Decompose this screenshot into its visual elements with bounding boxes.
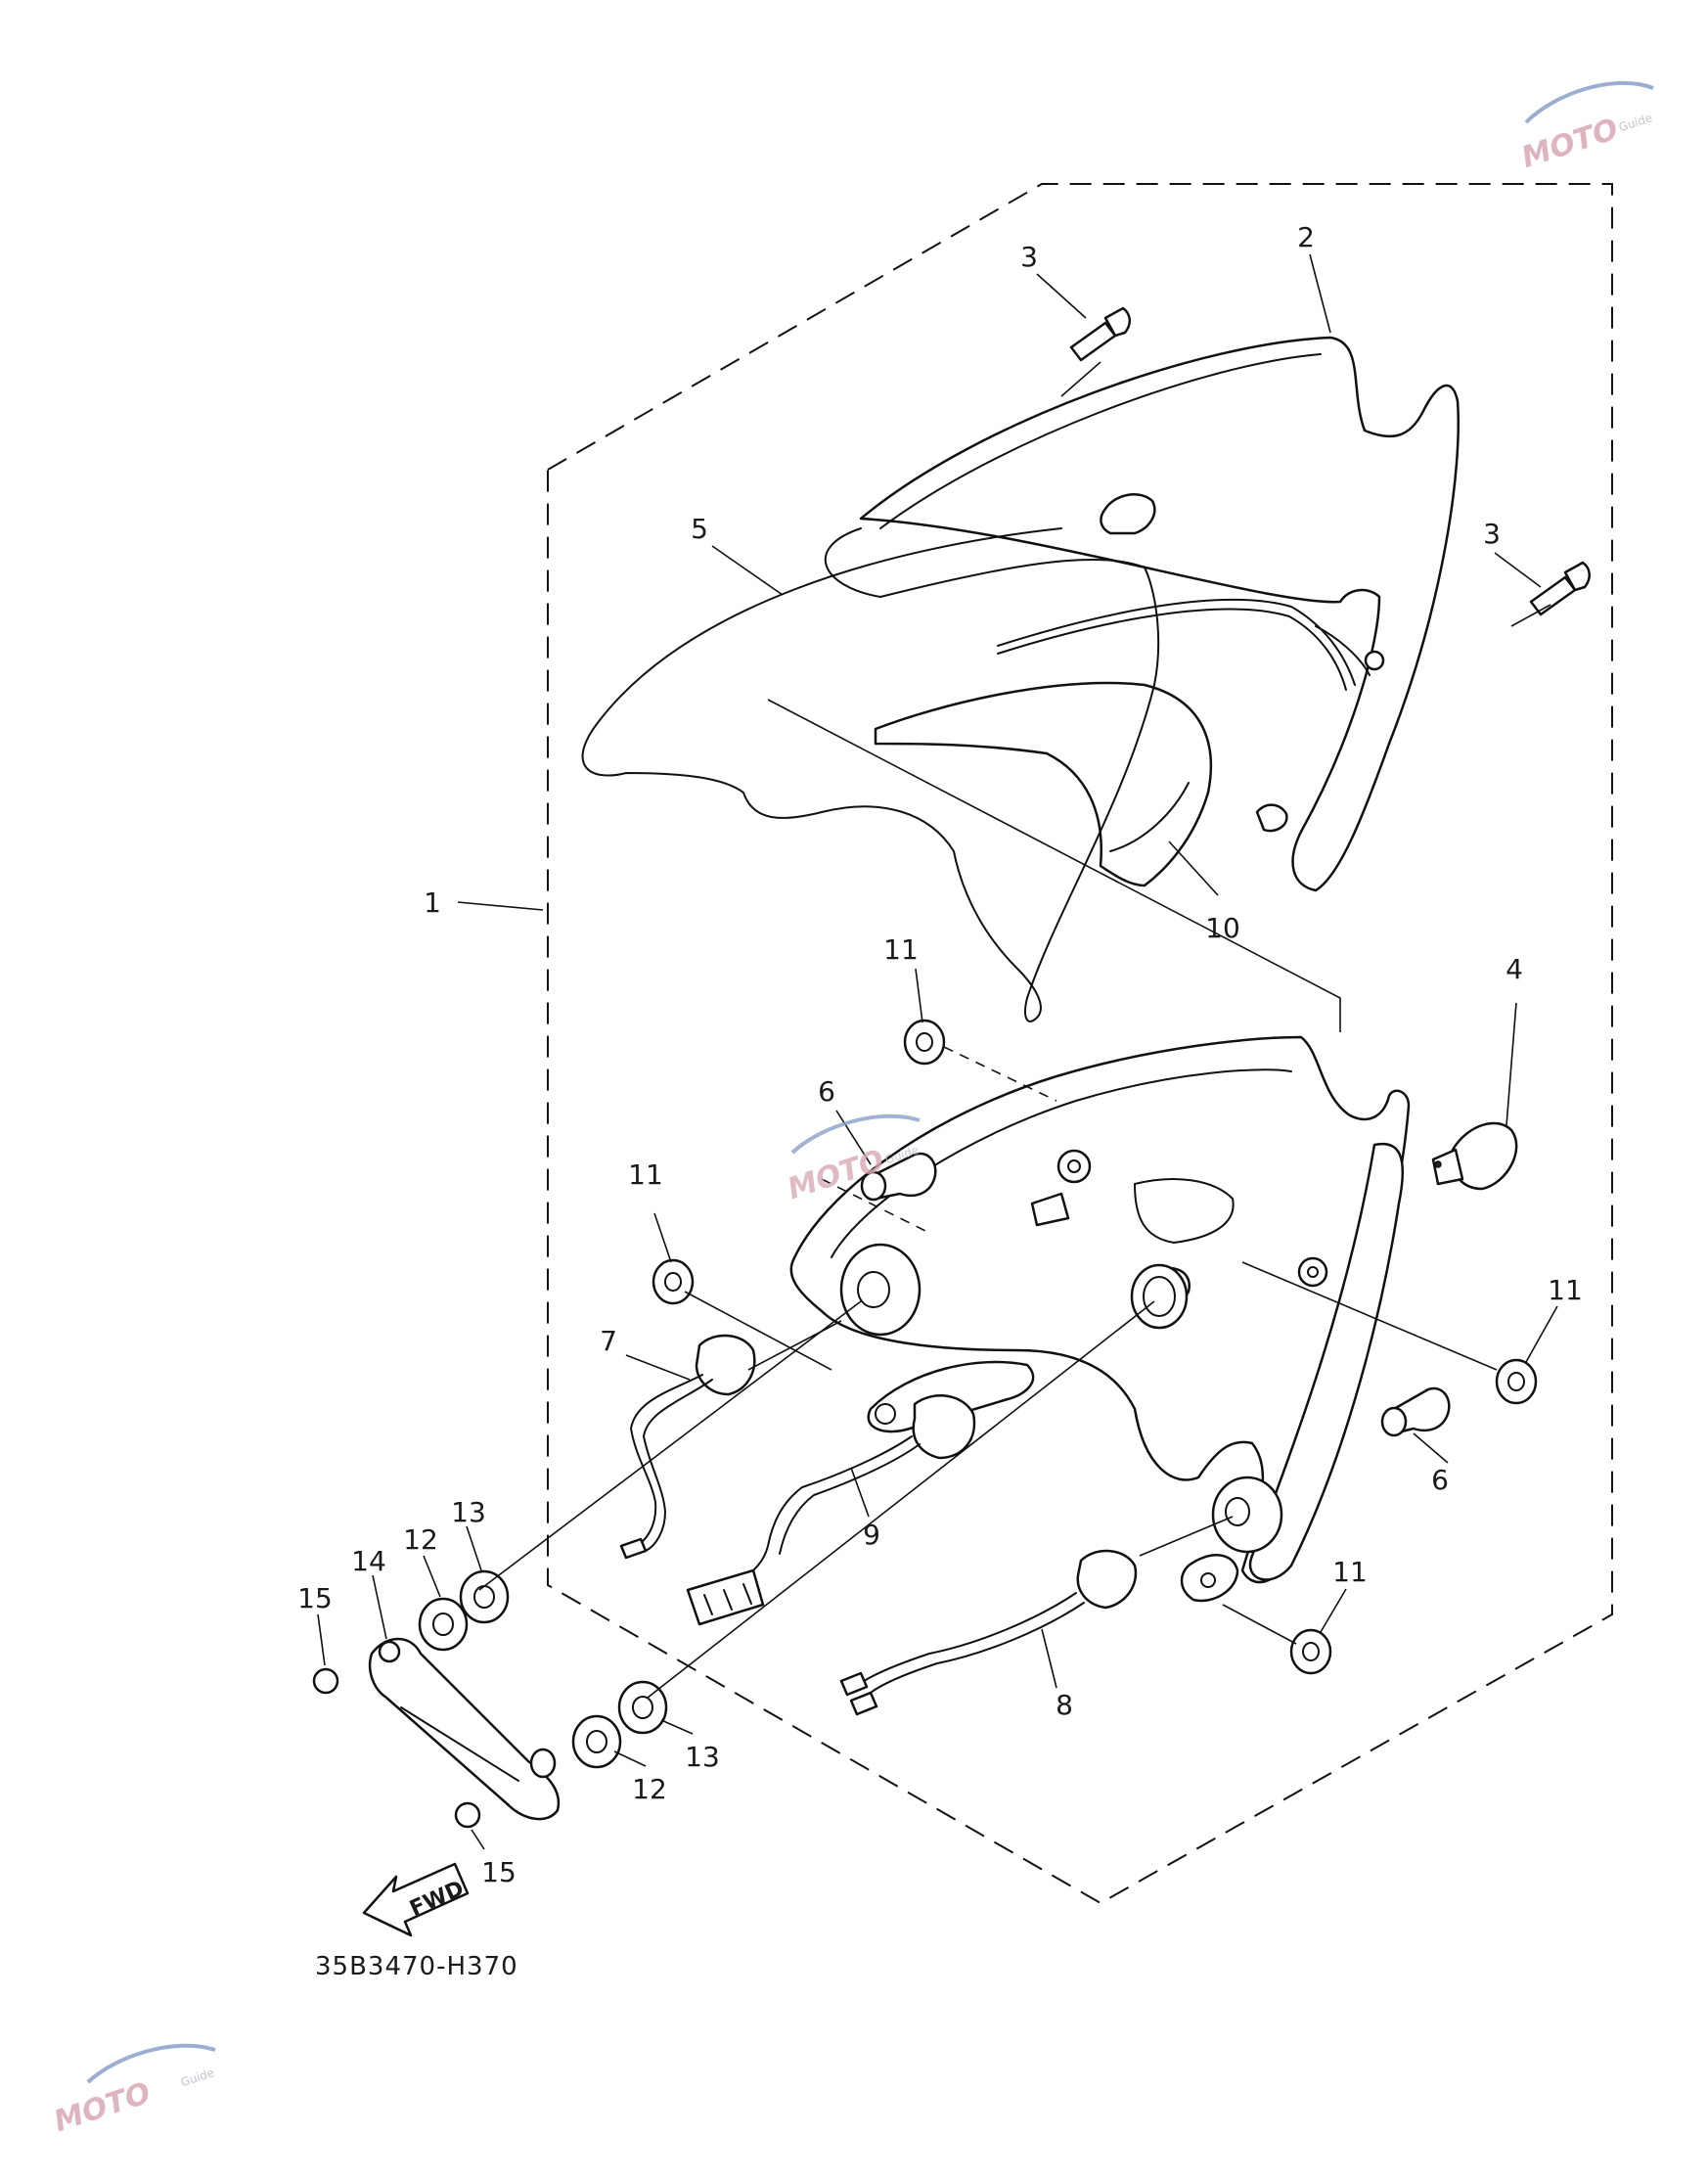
callout-8: 8 — [1056, 1689, 1073, 1721]
svg-text:Guide: Guide — [179, 2066, 216, 2089]
assembly-lines — [478, 361, 1551, 1699]
grommets — [652, 1019, 1538, 1675]
callout-14: 14 — [351, 1545, 386, 1577]
callout-13-top: 13 — [451, 1496, 486, 1528]
callout-9: 9 — [863, 1519, 880, 1551]
callout-15-bottom: 15 — [481, 1856, 517, 1888]
callout-2: 2 — [1297, 221, 1315, 253]
socket-harness-9 — [686, 1394, 976, 1626]
bulb-right — [1380, 1386, 1451, 1437]
callout-10: 10 — [1205, 912, 1240, 944]
taillight-cover — [859, 336, 1460, 892]
nut-washer-set — [312, 1569, 668, 1829]
bulb-stop-tail — [1431, 1121, 1518, 1191]
callout-4: 4 — [1506, 953, 1523, 985]
diagram-code: 35B3470-H370 — [315, 1952, 518, 1981]
gasket-seal — [581, 527, 1160, 1022]
screw-right — [1529, 561, 1591, 616]
callout-12-top: 12 — [403, 1523, 438, 1556]
assembly-boundary — [547, 183, 1613, 1905]
callout-5: 5 — [691, 513, 708, 545]
callout-3-right: 3 — [1483, 518, 1501, 550]
svg-text:MOTO: MOTO — [50, 2076, 155, 2140]
leader-lines — [317, 253, 1558, 1850]
screw-top — [1069, 306, 1131, 362]
stay-bracket — [368, 1637, 561, 1821]
callout-3-top: 3 — [1020, 241, 1038, 273]
callout-7: 7 — [600, 1325, 617, 1357]
callout-13-bottom: 13 — [685, 1741, 720, 1773]
socket-harness-8 — [839, 1549, 1138, 1716]
watermark-logo-bottom: MOTO Guide — [50, 2043, 216, 2140]
callout-11-left: 11 — [628, 1158, 663, 1191]
svg-text:MOTO: MOTO — [1517, 113, 1622, 176]
callout-15-left: 15 — [297, 1582, 333, 1614]
taillight-housing — [789, 1035, 1411, 1603]
callout-11-bottom: 11 — [1332, 1556, 1368, 1588]
callout-12-bottom: 12 — [632, 1773, 667, 1805]
forward-direction-arrow: FWD — [362, 1862, 470, 1937]
callout-11-top: 11 — [883, 933, 919, 966]
callout-6-right: 6 — [1431, 1464, 1449, 1496]
callout-6-left: 6 — [818, 1075, 835, 1108]
socket-harness-7 — [619, 1334, 756, 1560]
callout-1: 1 — [424, 886, 441, 919]
watermark-logo-top: MOTO Guide — [1517, 80, 1654, 176]
callout-11-right: 11 — [1548, 1274, 1583, 1306]
svg-text:Guide: Guide — [1617, 111, 1654, 134]
bulb-left — [860, 1152, 937, 1202]
